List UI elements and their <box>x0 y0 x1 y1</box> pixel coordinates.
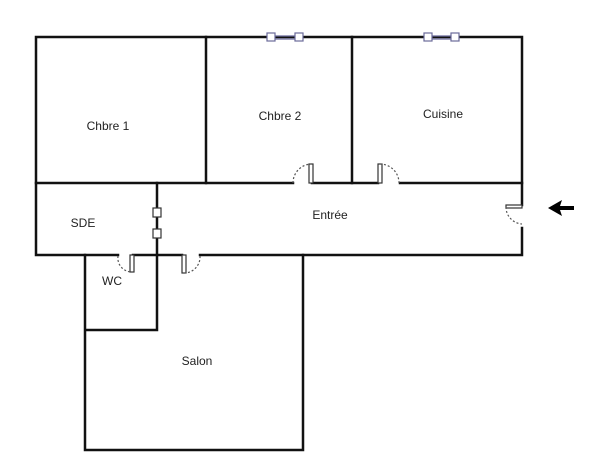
room-label-wc: WC <box>102 274 122 288</box>
room-label-sde: SDE <box>71 216 96 230</box>
room-label-chbre2: Chbre 2 <box>259 109 302 123</box>
room-label-salon: Salon <box>182 354 213 368</box>
door-cuisine <box>377 163 400 184</box>
door-salon <box>181 254 201 274</box>
walls <box>34 35 524 452</box>
doors <box>117 163 523 274</box>
door-entrance <box>505 204 523 225</box>
entrance-arrow-icon <box>548 200 574 216</box>
door-chbre2 <box>292 163 314 184</box>
window-sde-entree <box>152 207 162 239</box>
window-cuisine <box>423 32 460 42</box>
room-label-chbre1: Chbre 1 <box>87 119 130 133</box>
window-chbre2 <box>266 32 304 42</box>
door-wc <box>117 254 135 273</box>
room-label-entree: Entrée <box>312 208 348 222</box>
room-label-cuisine: Cuisine <box>423 107 463 121</box>
windows <box>152 32 460 239</box>
